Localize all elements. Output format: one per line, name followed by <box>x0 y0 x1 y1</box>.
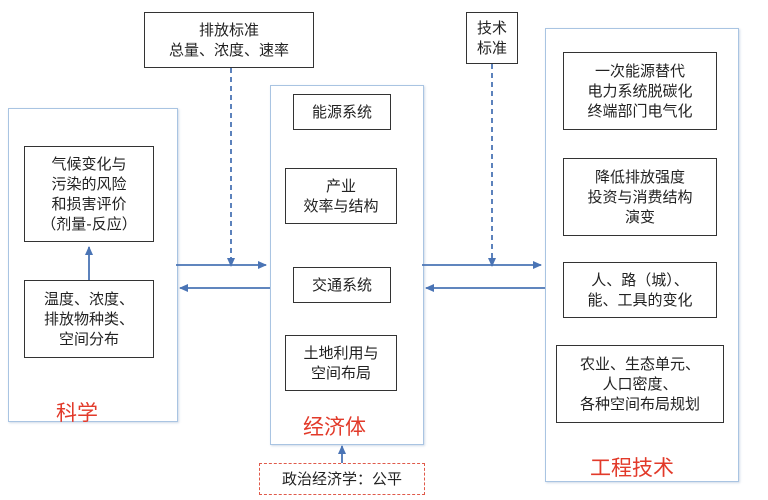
spatial-planning-box: 农业、生态单元、 人口密度、 各种空间布局规划 <box>556 345 724 423</box>
science-title: 科学 <box>56 401 98 425</box>
transport-system-box: 交通系统 <box>293 267 391 303</box>
people-road-energy-box: 人、路（城）、 能、工具的变化 <box>563 262 717 318</box>
energy-substitution-box: 一次能源替代 电力系统脱碳化 终端部门电气化 <box>563 52 717 130</box>
energy-system-box: 能源系统 <box>293 94 391 130</box>
engineering-title: 工程技术 <box>590 456 674 480</box>
industry-box: 产业 效率与结构 <box>285 168 397 224</box>
risk-assessment-box: 气候变化与 污染的风险 和损害评价 （剂量-反应） <box>24 146 154 242</box>
land-use-box: 土地利用与 空间布局 <box>285 335 397 391</box>
political-economy-box: 政治经济学：公平 <box>259 463 425 495</box>
economy-title: 经济体 <box>303 415 366 439</box>
emission-intensity-box: 降低排放强度 投资与消费结构 演变 <box>563 158 717 236</box>
tech-standard-box: 技术 标准 <box>466 12 518 64</box>
emission-standard-box: 排放标准 总量、浓度、速率 <box>144 12 314 68</box>
emission-parameters-box: 温度、浓度、 排放物种类、 空间分布 <box>24 280 154 358</box>
